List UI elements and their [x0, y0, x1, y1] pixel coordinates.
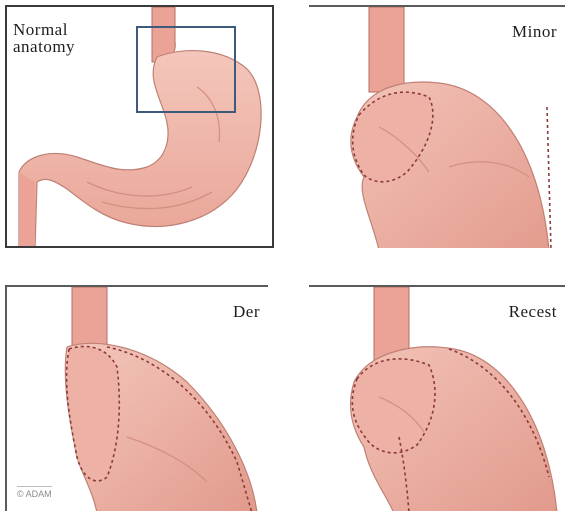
der-hernia-illustration [7, 287, 268, 511]
panel-label: Recest [509, 303, 557, 320]
panel-minor: Minor [309, 5, 565, 248]
minor-hernia-illustration [309, 7, 565, 248]
panel-label: Normal anatomy [13, 21, 123, 55]
panel-label: Der [233, 303, 260, 320]
stomach-shape [19, 51, 261, 248]
panel-label: Minor [512, 23, 557, 40]
panel-normal-anatomy: Normal anatomy [5, 5, 274, 248]
copyright-credit: © ADAM [17, 486, 52, 499]
panel-recest: Recest [309, 285, 565, 511]
panel-der: Der © ADAM [5, 285, 268, 511]
